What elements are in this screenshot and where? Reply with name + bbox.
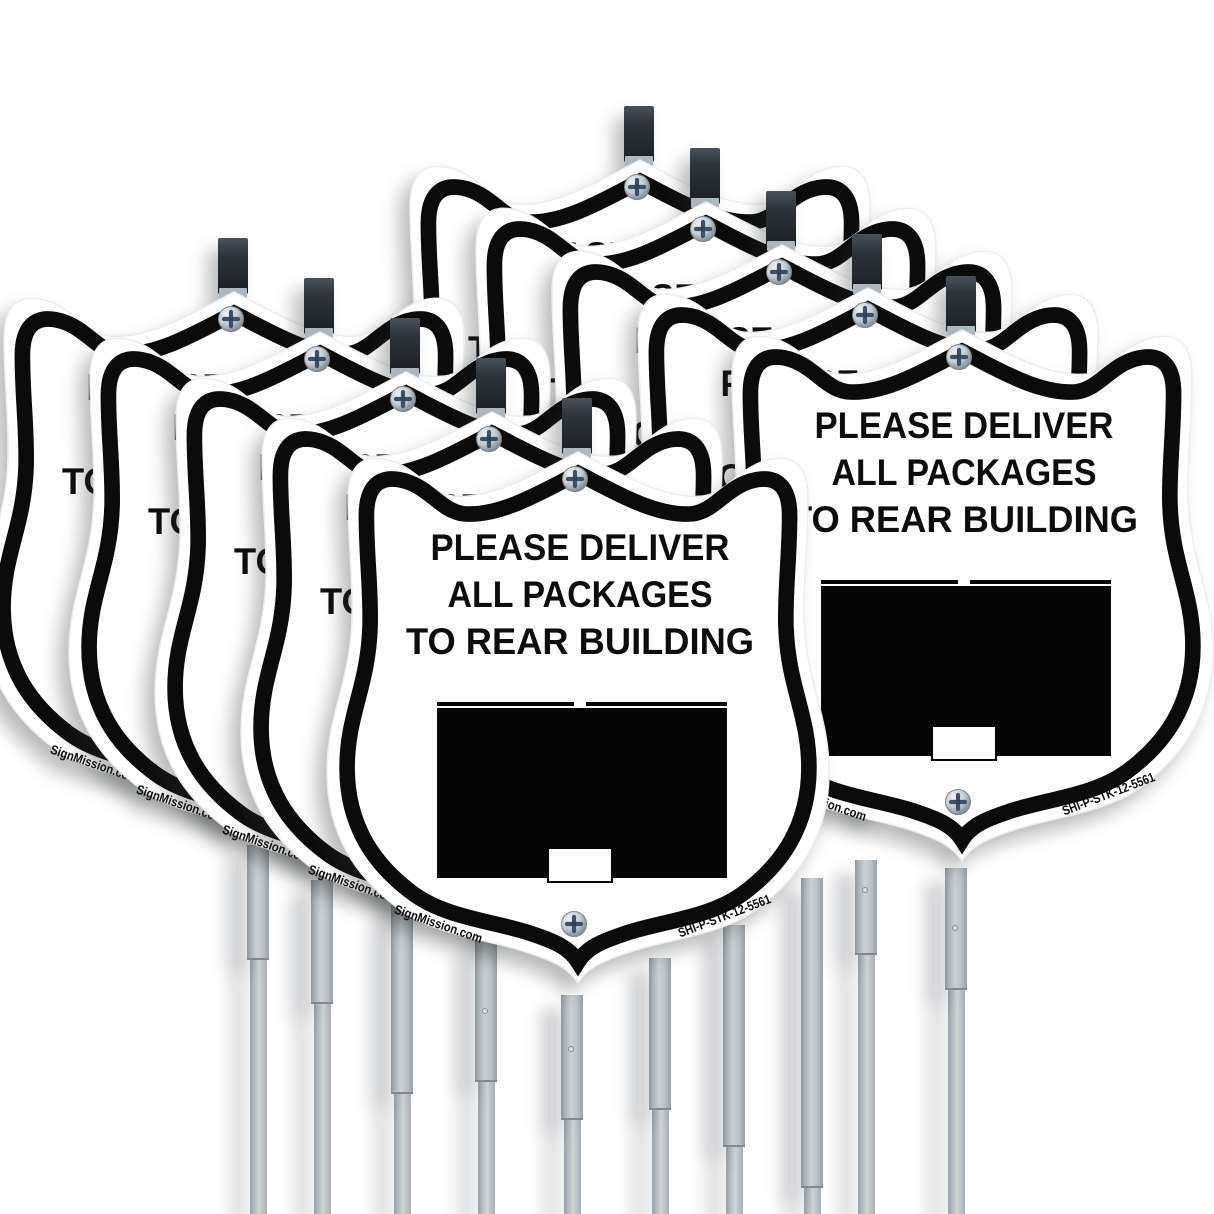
stake-upper-section (391, 905, 413, 1094)
stake-upper-section (855, 860, 877, 955)
screw-icon (624, 174, 650, 200)
stake-lower-section (857, 955, 875, 1214)
stake-hole (862, 887, 868, 893)
panel-top-line-right (586, 702, 727, 706)
stake-upper-section (945, 868, 967, 990)
stake-upper-section (561, 995, 583, 1120)
panel-door (547, 847, 613, 883)
sign-message-line-2: ALL PACKAGES (832, 452, 1097, 493)
screw-icon (476, 426, 502, 452)
stake-lower-section (477, 1082, 495, 1214)
stake-upper-section (247, 845, 269, 960)
screw-icon (304, 346, 330, 372)
stake-lower-section (313, 1004, 331, 1214)
shield-sign-front-5: PLEASE DELIVER ALL PACKAGES TO REAR BUIL… (326, 398, 830, 985)
stake (945, 868, 967, 1214)
sign-message-line-3: TO REAR BUILDING (406, 621, 754, 662)
panel-top-line-left (821, 580, 958, 584)
stake (311, 880, 333, 1214)
screw-icon (562, 466, 588, 492)
stake (723, 925, 745, 1214)
stake (391, 905, 413, 1214)
sign-message: PLEASE DELIVER ALL PACKAGES TO REAR BUIL… (790, 405, 1138, 540)
stake-lower-section (651, 1110, 669, 1214)
stake-hole (568, 1046, 574, 1052)
panel-top-line-left (437, 702, 574, 706)
stake-lower-section (803, 1188, 821, 1214)
screw-icon (690, 216, 716, 242)
screw-icon (390, 386, 416, 412)
stake-hole (482, 1008, 488, 1014)
stake-upper-section (311, 880, 333, 1004)
stake-lower-section (947, 990, 965, 1214)
sign-message-line-1: PLEASE DELIVER (815, 405, 1114, 446)
screw-icon (946, 344, 972, 370)
stake-hole (952, 925, 958, 931)
stake-upper-section (723, 925, 745, 1147)
stake-lower-section (249, 960, 267, 1214)
stake-upper-section (475, 940, 497, 1082)
screw-icon (218, 306, 244, 332)
stake (801, 878, 823, 1214)
stake-lower-section (725, 1147, 743, 1214)
stake (855, 860, 877, 1214)
screw-icon (766, 259, 792, 285)
stake (561, 995, 583, 1214)
stake (247, 845, 269, 1214)
panel-door (931, 725, 997, 761)
stake (649, 958, 671, 1214)
stake (475, 940, 497, 1214)
stake-clip-icon (562, 398, 592, 458)
panel-top-line-right (970, 580, 1111, 584)
sign-message: PLEASE DELIVER ALL PACKAGES TO REAR BUIL… (406, 527, 754, 662)
screw-icon (852, 302, 878, 328)
shield-sign-back-5: PLEASE DELIVER ALL PACKAGES TO REAR BUIL… (710, 276, 1214, 863)
stake-upper-section (649, 958, 671, 1110)
rear-building-icon (821, 580, 1111, 761)
screw-icon (945, 789, 971, 815)
sign-message-line-2: ALL PACKAGES (448, 574, 713, 615)
rear-building-icon (437, 702, 727, 883)
stake-clip-icon (946, 276, 976, 336)
stake-lower-section (563, 1120, 581, 1214)
sign-message-line-1: PLEASE DELIVER (431, 527, 730, 568)
stake-upper-section (801, 878, 823, 1188)
stake-lower-section (393, 1094, 411, 1214)
screw-icon (561, 911, 587, 937)
sign-message-line-3: TO REAR BUILDING (790, 499, 1138, 540)
